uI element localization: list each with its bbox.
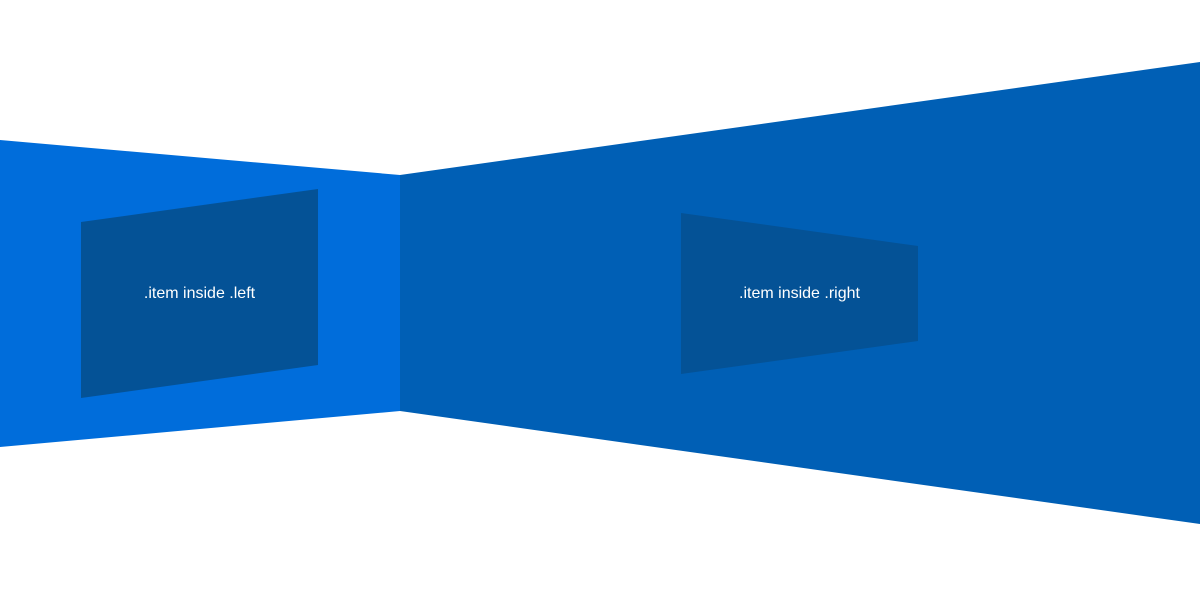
right-item-label: .item inside .right — [739, 285, 860, 302]
left-item-label: .item inside .left — [143, 285, 256, 302]
